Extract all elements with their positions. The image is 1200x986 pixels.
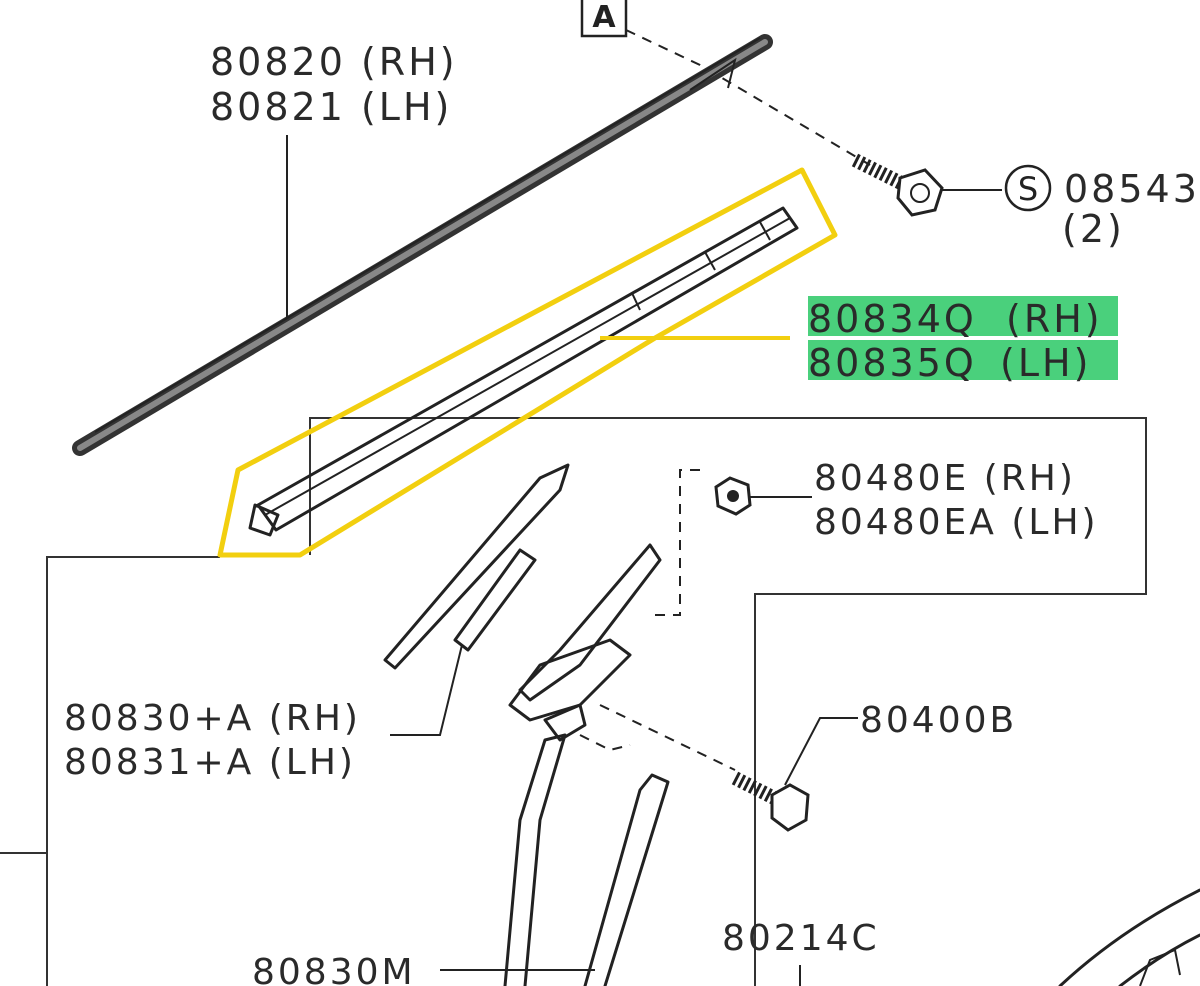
nut-leader-dashed xyxy=(655,469,700,616)
callout-a: A xyxy=(580,0,628,38)
seal-rh-highlight xyxy=(808,296,1118,336)
bolt-leader-dashed xyxy=(599,704,736,771)
nut-part xyxy=(714,476,752,516)
bolt-leader-dashed-2 xyxy=(579,734,631,752)
moulding-lh-label: 80821 (LH) xyxy=(210,85,452,129)
group-outline xyxy=(309,417,1147,986)
nut-lh-label: 80480EA (LH) xyxy=(814,502,1099,543)
group-outline-left xyxy=(46,556,220,986)
seal-rh-side-label: (RH) xyxy=(1006,297,1103,341)
seal-rh-code-label: 80834Q xyxy=(808,297,977,341)
sash-part xyxy=(503,733,670,986)
screw-symbol: S xyxy=(1004,164,1052,212)
seal-lh-highlight xyxy=(808,340,1118,380)
svg-text:A: A xyxy=(592,0,616,35)
screw-part xyxy=(851,153,944,217)
moulding-rh-label: 80820 (RH) xyxy=(210,40,458,84)
glass-seal-part xyxy=(248,206,799,537)
door-corner-part xyxy=(1058,888,1200,986)
bolt-label: 80400B xyxy=(860,700,1017,741)
screw-leader xyxy=(625,29,871,166)
bolt-part xyxy=(731,771,810,832)
svg-text:S: S xyxy=(1018,170,1038,208)
sash-label: 80214C xyxy=(722,918,880,959)
channel-lh-label: 80831+A (LH) xyxy=(64,742,356,783)
channel-part xyxy=(383,463,662,742)
screw-qty-label: (2) xyxy=(1062,207,1125,251)
screw-part-label: 08543 xyxy=(1064,167,1200,211)
nut-rh-label: 80480E (RH) xyxy=(814,458,1076,499)
channel-rh-label: 80830+A (RH) xyxy=(64,698,361,739)
seal-lh-code-label: 80835Q xyxy=(808,341,977,385)
bolt-leader xyxy=(784,717,858,786)
outer-moulding-part xyxy=(72,34,773,456)
channel-leader xyxy=(390,644,463,736)
seal-lh-side-label: (LH) xyxy=(1000,341,1091,385)
sash-2-label: 80830M xyxy=(252,952,416,986)
